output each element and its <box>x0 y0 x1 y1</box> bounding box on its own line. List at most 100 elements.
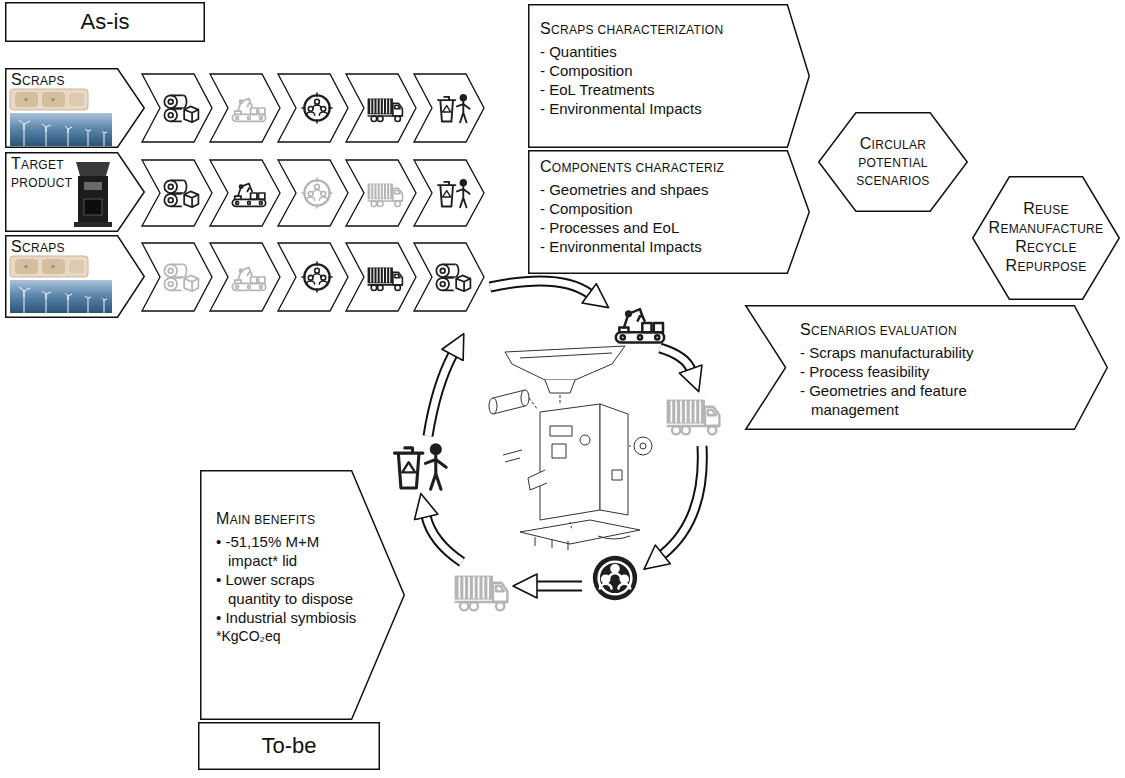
heading-text: COMPONENTS CHARACTERIZ <box>540 158 785 177</box>
exploded-view <box>489 346 652 550</box>
list-item: - Process feasibility <box>800 362 1035 381</box>
heading-text: MAIN BENEFITS <box>216 510 366 529</box>
text-group: SCRAPS <box>11 71 121 90</box>
node-outline-shape <box>819 113 968 212</box>
cycle-arrow-part <box>428 354 453 436</box>
exploded-view-part <box>540 404 600 520</box>
exploded-view-part <box>598 536 630 539</box>
step-chevron-part <box>142 160 212 226</box>
cycle-icon <box>394 309 719 610</box>
step-icon-part <box>302 178 332 208</box>
exploded-view-part <box>600 404 628 515</box>
step-chevron-part <box>142 74 212 142</box>
heading-text: RECYCLE <box>984 238 1108 257</box>
exploded-view-part <box>545 380 575 393</box>
scrap-photo-part <box>10 256 112 313</box>
cycle-arrow <box>426 281 702 586</box>
list-item: - Composition <box>540 61 785 80</box>
text-group: TARGET PRODUCT <box>11 155 77 192</box>
heading-text: REMANUFACTURE <box>984 219 1108 238</box>
grinder-photo-part <box>76 162 110 176</box>
stage-label: To-be <box>198 732 380 760</box>
stage-label: As-is <box>5 8 205 36</box>
cycle-icon-part <box>455 576 508 611</box>
exploded-view-part <box>640 443 646 449</box>
exploded-view-part <box>493 390 525 414</box>
scrap-photo-part <box>10 89 112 146</box>
step-icon-part <box>368 99 403 122</box>
step-icon-part <box>164 180 198 207</box>
exploded-view-part <box>560 395 561 404</box>
step-chevron-part <box>278 160 348 226</box>
cycle-icon-part <box>667 400 720 435</box>
exploded-view-part <box>629 446 633 447</box>
exploded-view-part <box>503 450 522 462</box>
exploded-view-part <box>550 426 572 436</box>
list-item: • Industrial symbiosis <box>216 608 366 627</box>
grinder-photo-part <box>74 222 112 227</box>
heading-text: REPURPOSE <box>984 257 1108 276</box>
heading-text: TARGET PRODUCT <box>11 155 77 192</box>
exploded-view-part <box>520 520 640 544</box>
list-item: - Environmental Impacts <box>540 237 785 256</box>
grinder-photo-part <box>84 182 102 190</box>
exploded-view-part <box>505 346 625 380</box>
text-group: To-be <box>198 722 380 770</box>
step-icon-part <box>368 268 403 291</box>
cycle-icon-part <box>593 556 637 600</box>
scenario-hexagon: CIRCULAR POTENTIAL SCENARIOS <box>818 112 968 212</box>
source-arrow: TARGET PRODUCT <box>5 152 145 232</box>
source-arrow: SCRAPS <box>5 68 145 148</box>
scrap-photo <box>10 89 112 313</box>
step-icon-part <box>164 95 198 122</box>
text-group: SCRAPS <box>11 238 121 257</box>
cycle-arrow-part <box>428 354 453 436</box>
node-outline-shape <box>201 471 405 720</box>
step-icon-part <box>232 268 265 291</box>
step-chevron-part <box>346 74 416 142</box>
grinder-photo-part <box>84 199 102 215</box>
heading-text: REUSE <box>984 200 1108 219</box>
cycle-arrow-part <box>426 516 462 562</box>
cycle-arrow-part <box>490 281 590 294</box>
step-icon-part <box>232 99 265 122</box>
grinder-photo-part <box>78 176 108 223</box>
grinder-photo <box>74 162 112 227</box>
cycle-arrow-part <box>426 516 462 562</box>
step-chevron <box>142 74 484 311</box>
node-outline-shape <box>746 306 1108 430</box>
step-chevron-part <box>210 74 280 142</box>
cycle-arrow-part <box>662 446 702 555</box>
characterization-arrow: SCRAPS CHARACTERIZATION- Quantities- Com… <box>528 4 810 148</box>
cycle-icon-part <box>394 445 446 490</box>
exploded-view-part <box>535 537 568 550</box>
heading-text: SCRAPS <box>11 71 121 90</box>
characterization-arrow: COMPONENTS CHARACTERIZ- Geometries and s… <box>528 150 810 274</box>
exploded-view-part <box>580 435 590 445</box>
step-icon-part <box>438 95 470 122</box>
heading-text: SCRAPS CHARACTERIZATION <box>540 20 785 39</box>
list-item: - Composition <box>540 199 785 218</box>
step-icon-part <box>368 184 403 207</box>
list-item: - Geometries and feature management <box>800 381 1035 419</box>
exploded-view-part <box>552 444 566 458</box>
benefits-arrow: MAIN BENEFITS • -51,15% M+M impact* lid • … <box>200 470 405 720</box>
text-group: COMPONENTS CHARACTERIZ- Geometries and s… <box>540 158 785 256</box>
heading-text: SCENARIOS EVALUATION <box>800 321 1035 340</box>
node-outline-shape <box>6 236 145 318</box>
list-item: • -51,15% M+M impact* lid <box>216 532 366 570</box>
step-chevron-part <box>414 74 484 142</box>
exploded-view-part <box>529 398 538 410</box>
exploded-view-part <box>612 470 622 480</box>
exploded-view-part <box>570 522 572 530</box>
step-chevron-part <box>278 243 348 311</box>
source-arrow: SCRAPS <box>5 235 145 318</box>
exploded-view-part <box>521 390 529 406</box>
node-outline-shape <box>6 153 145 232</box>
exploded-view-part <box>528 470 547 490</box>
step-icon-part <box>436 264 470 291</box>
node-outline-shape <box>973 177 1120 300</box>
node-outline-shape <box>529 151 810 274</box>
cycle-arrow-part <box>660 348 691 370</box>
